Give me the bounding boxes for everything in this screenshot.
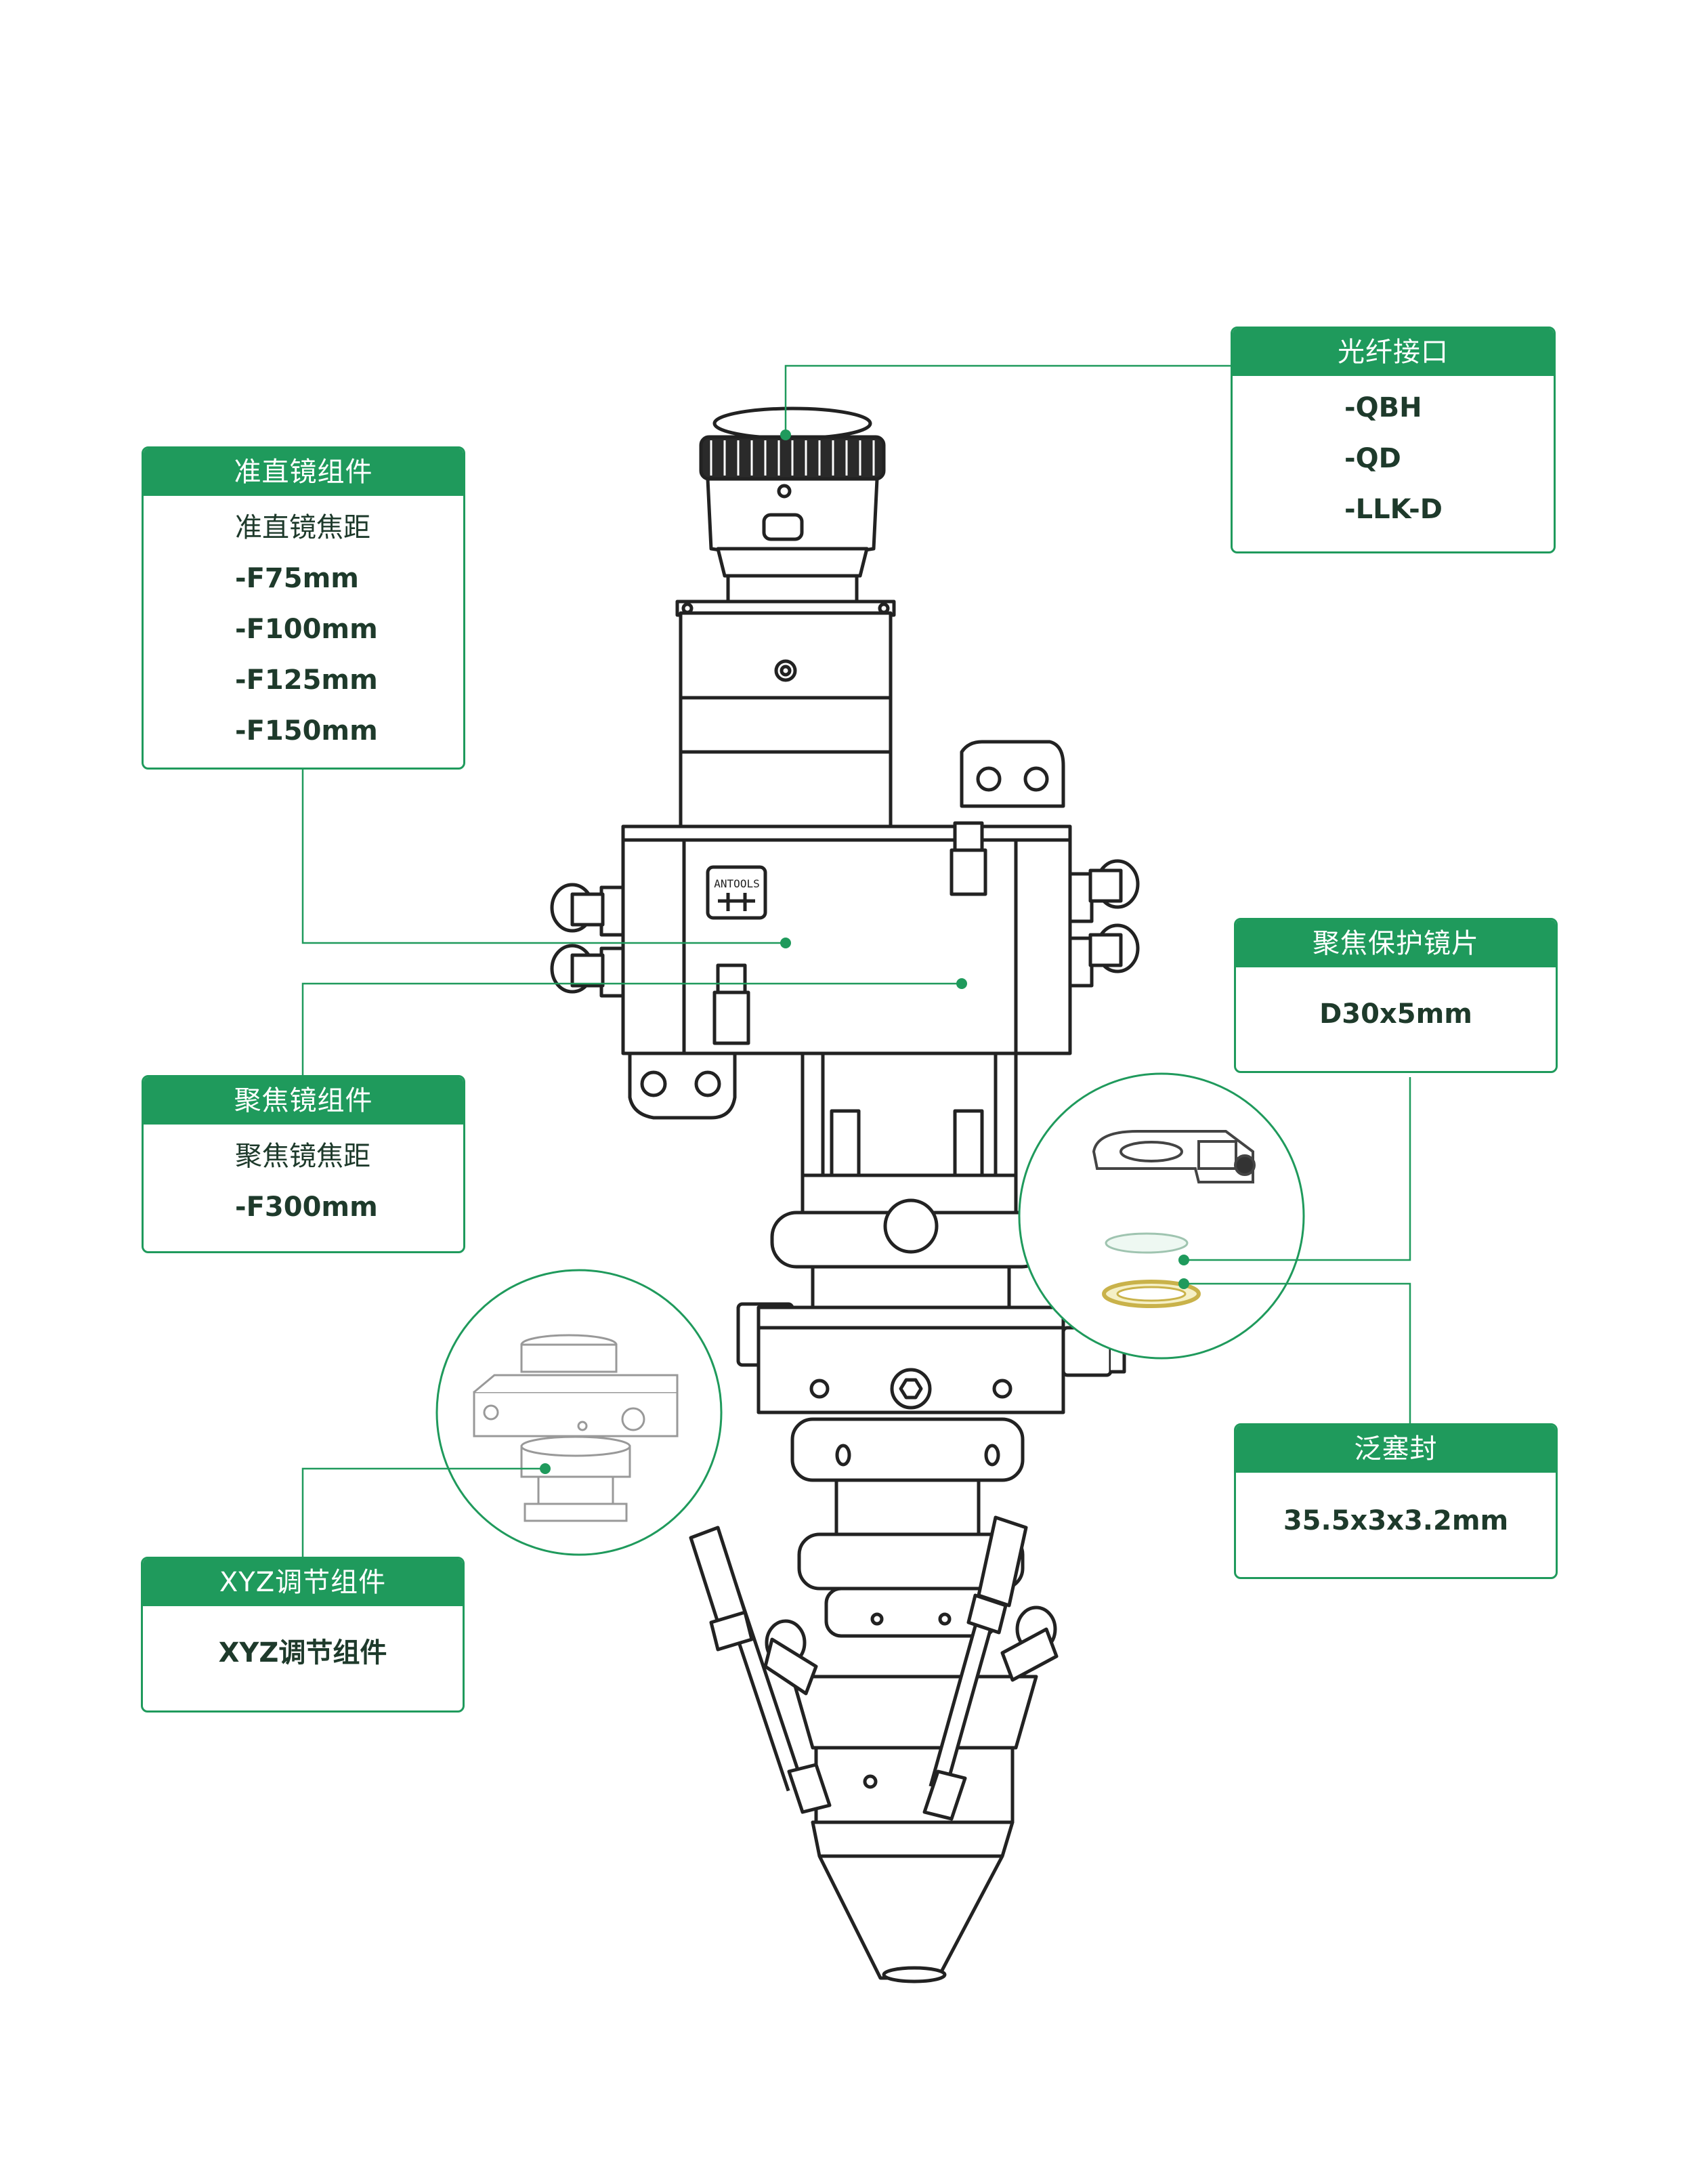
callout-focus-lens: 聚焦镜组件 聚焦镜焦距 -F300mm	[142, 1075, 465, 1253]
callout-title: 泛塞封	[1236, 1425, 1556, 1473]
callout-title: XYZ调节组件	[143, 1559, 463, 1606]
callout-item: 准直镜焦距	[235, 512, 370, 543]
brand-mark: ANTOOLS	[714, 877, 759, 890]
leader-lines	[301, 364, 1411, 1558]
callout-item: 35.5x3x3.2mm	[1283, 1505, 1509, 1536]
collimator-housing	[675, 600, 1065, 842]
protective-window-detail	[1018, 1072, 1305, 1360]
xyz-detail	[435, 1269, 723, 1556]
callout-title: 聚焦保护镜片	[1236, 920, 1556, 967]
callout-title: 聚焦镜组件	[144, 1077, 463, 1125]
callout-item: -F150mm	[235, 715, 378, 747]
callout-item: -LLK-D	[1344, 494, 1443, 525]
callout-title: 光纤接口	[1233, 329, 1554, 376]
callout-xyz-adjust: XYZ调节组件 XYZ调节组件	[141, 1557, 465, 1713]
lower-body	[790, 1417, 1038, 1983]
callout-collimator: 准直镜组件 准直镜焦距 -F75mm -F100mm -F125mm -F150…	[142, 446, 465, 770]
fiber-connector	[699, 406, 886, 612]
callout-item: -F125mm	[235, 665, 378, 696]
callout-protective-window: 聚焦保护镜片 D30x5mm	[1234, 918, 1558, 1073]
callout-seal: 泛塞封 35.5x3x3.2mm	[1234, 1423, 1558, 1579]
leader-dots	[540, 429, 1189, 1474]
callout-item: -F300mm	[235, 1192, 378, 1223]
callout-item: XYZ调节组件	[218, 1637, 387, 1668]
main-body: ANTOOLS	[550, 821, 1140, 1120]
callout-fiber-interface: 光纤接口 -QBH -QD -LLK-D	[1231, 327, 1556, 553]
callout-item: -F75mm	[235, 563, 359, 594]
xyz-block	[736, 1302, 1126, 1414]
callout-item: D30x5mm	[1319, 999, 1472, 1030]
gas-tubes	[689, 1515, 1059, 1821]
focus-module	[770, 1051, 1048, 1316]
callout-title: 准直镜组件	[144, 448, 463, 496]
callout-item: 聚焦镜焦距	[235, 1141, 370, 1172]
callout-item: -QD	[1344, 443, 1401, 474]
callout-item: -QBH	[1344, 392, 1422, 423]
callout-item: -F100mm	[235, 614, 378, 645]
